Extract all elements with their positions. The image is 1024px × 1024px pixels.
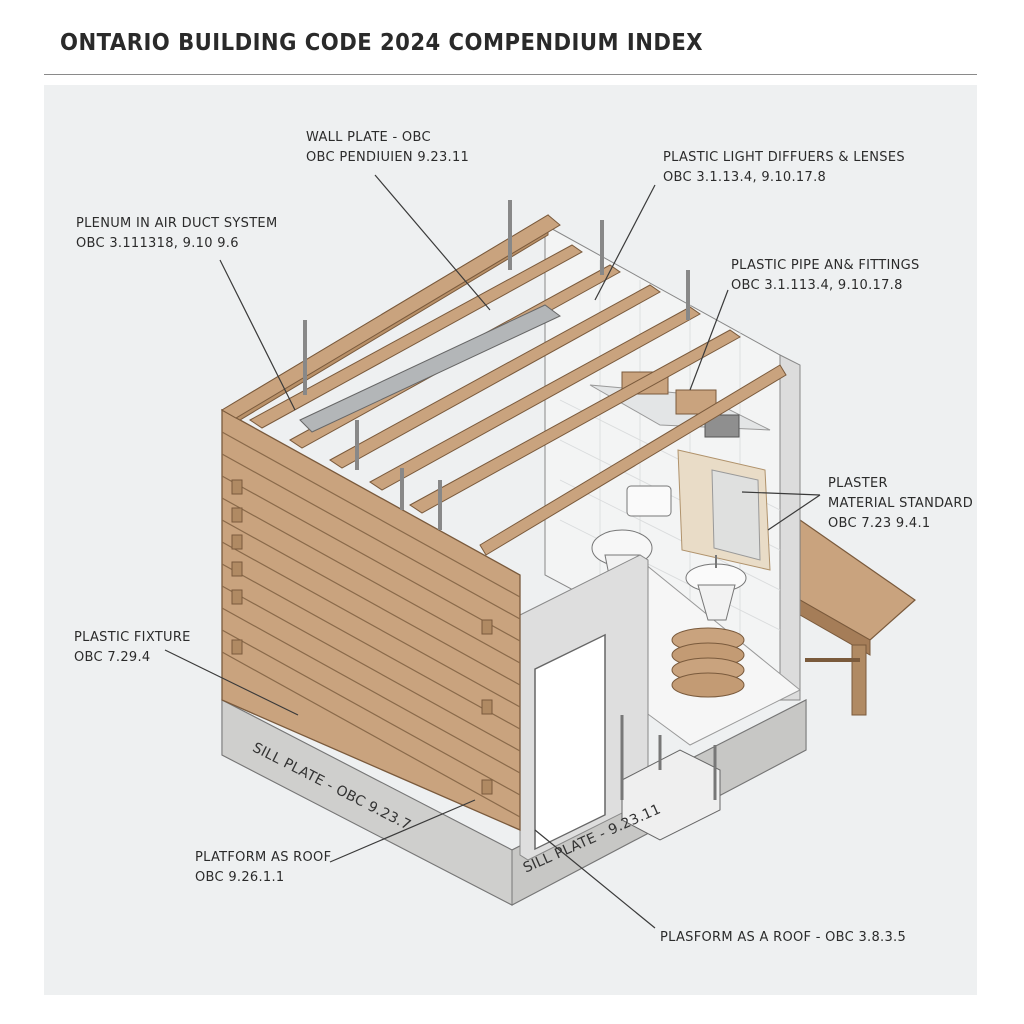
callout-line: PLASTER — [828, 476, 888, 491]
callout-plenum: PLENUM IN AIR DUCT SYSTEM OBC 3.111318, … — [76, 214, 277, 254]
plaster-patch — [677, 449, 771, 571]
cement-bag-stack — [671, 627, 745, 698]
callout-line: OBC 3.1.113.4, 9.10.17.8 — [731, 278, 903, 293]
callout-line: OBC PENDIUIEN 9.23.11 — [306, 150, 470, 165]
callout-line: PLASTIC LIGHT DIFFUERS & LENSES — [663, 150, 905, 165]
callout-line: OBC 3.1.13.4, 9.10.17.8 — [663, 170, 827, 185]
callout-line: OBC 3.111318, 9.10 9.6 — [76, 236, 239, 251]
callout-line: PLASTIC FIXTURE — [74, 630, 191, 645]
callout-platform-roof: PLATFORM AS ROOF OBC 9.26.1.1 — [195, 848, 331, 888]
callout-plastic-fixture: PLASTIC FIXTURE OBC 7.29.4 — [74, 628, 191, 668]
anchor-rods — [303, 200, 690, 530]
callout-line: OBC 7.23 9.4.1 — [828, 516, 931, 531]
callout-pipe-fittings: PLASTIC PIPE AN& FITTINGS OBC 3.1.113.4,… — [731, 256, 920, 296]
callout-line: WALL PLATE - OBC — [306, 130, 431, 145]
callout-plasform-roof: PLASFORM AS A ROOF - OBC 3.8.3.5 — [660, 928, 906, 948]
callout-wall-plate: WALL PLATE - OBC OBC PENDIUIEN 9.23.11 — [306, 128, 469, 168]
sink-fixture — [685, 555, 747, 621]
callout-leaders — [164, 174, 821, 929]
callout-line: PLATFORM AS ROOF — [195, 850, 332, 865]
callout-plaster: PLASTER MATERIAL STANDARD OBC 7.23 9.4.1 — [828, 474, 973, 534]
callout-line: OBC 7.29.4 — [74, 650, 151, 665]
callout-line: PLASFORM AS A ROOF - OBC 3.8.3.5 — [660, 930, 907, 945]
air-duct — [299, 304, 561, 433]
callout-line: PLENUM IN AIR DUCT SYSTEM — [76, 216, 278, 231]
interior-partition-wall — [519, 554, 649, 861]
callout-line: OBC 9.26.1.1 — [195, 870, 285, 885]
entry-step — [620, 715, 721, 841]
callout-line: PLASTIC PIPE AN& FITTINGS — [731, 258, 920, 273]
callout-light-diffusers: PLASTIC LIGHT DIFFUERS & LENSES OBC 3.1.… — [663, 148, 905, 188]
title-divider — [44, 74, 977, 75]
deck-platform — [799, 518, 916, 716]
callout-line: MATERIAL STANDARD — [828, 496, 974, 511]
page-title: ONTARIO BUILDING CODE 2024 COMPENDIUM IN… — [60, 30, 704, 56]
